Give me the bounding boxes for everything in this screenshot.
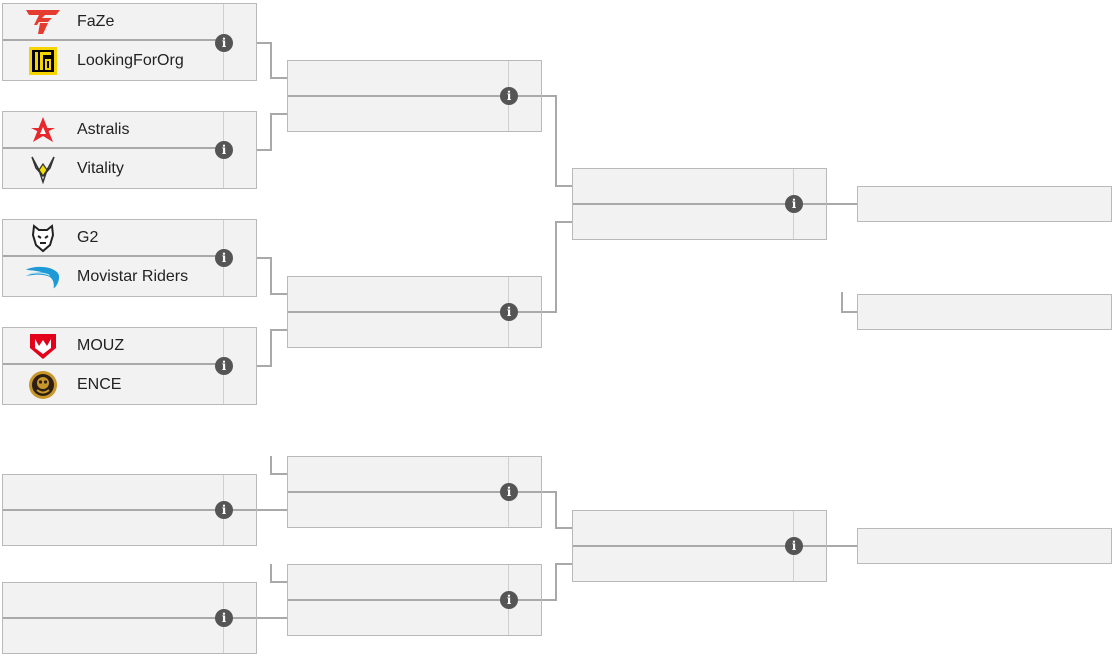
upper-round1-match-4: MOUZ ENCE xyxy=(2,327,257,405)
match-info-icon[interactable]: i xyxy=(215,34,233,52)
movistar-riders-logo-icon xyxy=(25,262,61,292)
match-info-icon[interactable]: i xyxy=(500,483,518,501)
team-slot-mouz[interactable]: MOUZ xyxy=(3,328,224,365)
team-slot-movistar-riders[interactable]: Movistar Riders xyxy=(3,258,224,295)
upper-semifinal-match-2[interactable] xyxy=(287,276,542,348)
team-slot-vitality[interactable]: Vitality xyxy=(3,150,224,187)
grand-final-slot-1[interactable] xyxy=(857,186,1112,222)
match-info-icon[interactable]: i xyxy=(215,357,233,375)
slot-divider xyxy=(288,491,541,493)
team-name: LookingForOrg xyxy=(77,51,184,69)
lower-round2-match-2[interactable] xyxy=(287,564,542,636)
grand-final-slot-2[interactable] xyxy=(857,294,1112,330)
team-slot-ence[interactable]: ENCE xyxy=(3,366,224,403)
match-info-icon[interactable]: i xyxy=(785,537,803,555)
lower-final-slot[interactable] xyxy=(857,528,1112,564)
match-info-icon[interactable]: i xyxy=(500,591,518,609)
slot-divider xyxy=(573,203,826,205)
team-name: Vitality xyxy=(77,159,124,177)
slot-divider xyxy=(288,95,541,97)
team-name: MOUZ xyxy=(77,336,125,354)
slot-divider xyxy=(288,311,541,313)
team-name: G2 xyxy=(77,228,99,246)
astralis-logo-icon xyxy=(25,115,61,145)
team-name: FaZe xyxy=(77,12,115,30)
match-info-icon[interactable]: i xyxy=(500,303,518,321)
upper-round1-match-3: G2 Movistar Riders xyxy=(2,219,257,297)
lower-round1-match-2[interactable] xyxy=(2,582,257,654)
g2-logo-icon xyxy=(25,223,61,253)
slot-divider xyxy=(573,545,826,547)
team-slot-g2[interactable]: G2 xyxy=(3,220,224,257)
lower-round2-match-1[interactable] xyxy=(287,456,542,528)
lower-semifinal-match[interactable] xyxy=(572,510,827,582)
team-slot-astralis[interactable]: Astralis xyxy=(3,112,224,149)
slot-divider xyxy=(288,599,541,601)
team-slot-lookingfororg[interactable]: LookingForOrg xyxy=(3,42,224,79)
match-info-icon[interactable]: i xyxy=(215,249,233,267)
ence-logo-icon xyxy=(25,370,61,400)
lookingfororg-logo-icon xyxy=(25,46,61,76)
lower-round1-match-1[interactable] xyxy=(2,474,257,546)
upper-round1-match-1: FaZe LookingForOrg xyxy=(2,3,257,81)
mouz-logo-icon xyxy=(25,331,61,361)
slot-divider xyxy=(3,617,256,619)
match-info-icon[interactable]: i xyxy=(215,609,233,627)
match-info-icon[interactable]: i xyxy=(215,141,233,159)
team-name: Astralis xyxy=(77,120,130,138)
match-info-icon[interactable]: i xyxy=(215,501,233,519)
match-info-icon[interactable]: i xyxy=(500,87,518,105)
faze-logo-icon xyxy=(25,7,61,37)
team-name: ENCE xyxy=(77,375,122,393)
upper-final-match[interactable] xyxy=(572,168,827,240)
vitality-logo-icon xyxy=(25,154,61,184)
team-name: Movistar Riders xyxy=(77,267,189,285)
team-slot-faze[interactable]: FaZe xyxy=(3,4,224,41)
slot-divider xyxy=(3,509,256,511)
match-info-icon[interactable]: i xyxy=(785,195,803,213)
